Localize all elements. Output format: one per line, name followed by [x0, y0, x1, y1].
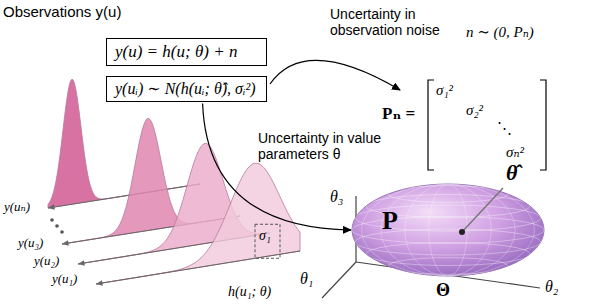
ellipsis-dot [50, 218, 54, 222]
annotation: Uncertainty in observation noise [330, 6, 460, 38]
uncertainty-ellipsoid: P [352, 184, 544, 276]
axis-theta1 [322, 262, 356, 298]
matrix-bracket [428, 80, 434, 170]
matrix-name: Pₙ = [382, 104, 415, 124]
figure-heading: Observations y(u) [3, 3, 121, 20]
ellipsis-dot [60, 230, 64, 234]
ellipsis-dot [55, 224, 59, 228]
axis-label: θ₃ [330, 188, 343, 206]
wireframe [352, 184, 544, 276]
equation-box: y(u) = h(u; θ) + n [106, 38, 267, 66]
matrix-dots: ⋱ [497, 120, 512, 137]
matrix-bracket [540, 80, 546, 170]
axis-label: y(uₙ) [4, 200, 30, 215]
equation-box: y(uᵢ) ∼ N(h(uᵢ; θ̂), σᵢ²) [106, 76, 267, 102]
matrix-symbol: P [382, 206, 398, 236]
ellipsoid-body [352, 184, 544, 276]
noise-arrow [270, 60, 400, 90]
gaussian-curve [96, 163, 300, 284]
curve-axis [96, 251, 300, 284]
axis-label: θ₁ [300, 270, 313, 288]
matrix-entry: σ₂² [466, 102, 483, 119]
equation-text: y(u) = h(u; θ) + n [115, 42, 258, 62]
leader-line [462, 188, 503, 232]
wireframe-meridian [362, 184, 535, 276]
wireframe-meridian [405, 184, 491, 276]
curved-arrow [203, 103, 351, 230]
wireframe-meridian [429, 184, 467, 276]
estimate-dot [459, 229, 465, 235]
sigma-box [255, 224, 280, 258]
noise-formula: n ∼ (0, Pₙ) [466, 24, 534, 41]
axis-arrowhead [62, 240, 69, 245]
axis-label: y(u₂) [34, 254, 59, 269]
axis-label: y(u₃) [18, 236, 43, 251]
estimate-label: θ̂ [506, 160, 517, 185]
axis-arrowhead [48, 204, 55, 209]
axis-arrowhead [78, 260, 85, 265]
axis-arrowhead [96, 280, 103, 285]
matrix-entry: σ₁² [436, 82, 453, 99]
axis-label: y(u₁) [52, 272, 77, 287]
mean-label: h(u₁; θ) [228, 284, 271, 300]
matrix-entry: σₙ² [506, 144, 524, 161]
sigma-label: σ₁ [259, 228, 271, 244]
equation-text: y(uᵢ) ∼ N(h(uᵢ; θ̂), σᵢ²) [115, 80, 258, 98]
wireframe-meridian [381, 184, 515, 276]
annotation: Uncertainty in value parameters θ [258, 130, 408, 162]
curve-axis [48, 184, 200, 208]
ellipsoid-shape [352, 184, 544, 276]
axis-label: θ₂ [545, 278, 558, 296]
parameter-space: Θ [436, 280, 450, 301]
